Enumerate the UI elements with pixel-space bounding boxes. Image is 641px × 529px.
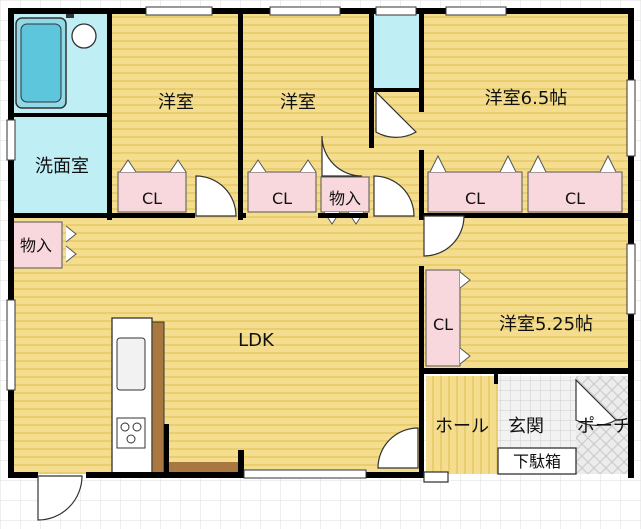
room-label-porch: ポーチ <box>577 416 631 437</box>
storage-label-2: 物入 <box>20 236 52 255</box>
door-bedroom-525 <box>423 215 465 257</box>
closet-2 <box>247 171 317 213</box>
door-bedroom-left <box>195 175 237 217</box>
windows <box>6 6 636 479</box>
burner-icon <box>132 422 142 432</box>
kitchen-wood-panel <box>151 321 165 475</box>
faucet <box>66 14 74 18</box>
closet-4 <box>527 171 623 213</box>
door-toilet <box>375 90 417 138</box>
burner-icon <box>120 422 130 432</box>
room-label-bedroom-525: 洋室5.25帖 <box>499 314 593 335</box>
closet-label-1: CL <box>142 189 162 208</box>
door-utility-exit <box>37 475 83 521</box>
room-label-washroom: 洗面室 <box>35 156 89 177</box>
door-hall-ldk <box>377 427 419 469</box>
door-shoe-small <box>423 471 449 483</box>
room-label-ldk: LDK <box>238 330 275 351</box>
ldk-floor <box>12 216 422 474</box>
room-label-hall: ホール <box>435 416 489 437</box>
doors <box>37 90 617 521</box>
door-entrance <box>575 378 617 426</box>
room-label-entrance: 玄関 <box>508 416 544 437</box>
door-bedroom-mid <box>321 135 363 177</box>
storage-1-box <box>320 176 370 213</box>
room-label-bedroom-65: 洋室6.5帖 <box>485 88 568 109</box>
closet-label-5: CL <box>433 315 453 334</box>
closet-label-3: CL <box>465 189 485 208</box>
door-corridor <box>373 175 415 217</box>
closet-label-4: CL <box>565 189 585 208</box>
room-label-bedroom-left: 洋室 <box>158 92 194 113</box>
bathtub-inner <box>20 23 62 103</box>
closet-3 <box>427 171 523 213</box>
toilet-floor <box>372 12 422 92</box>
room-label-bedroom-mid: 洋室 <box>280 92 316 113</box>
closet-label-2: CL <box>272 189 292 208</box>
burner-icon <box>126 434 136 444</box>
closet-1 <box>117 171 187 213</box>
shoe-box-label: 下駄箱 <box>513 452 561 471</box>
shoe-box <box>497 447 577 475</box>
shower-basin <box>71 23 97 49</box>
hall-floor <box>426 376 498 474</box>
kitchen-sink <box>116 337 146 391</box>
washroom-floor <box>12 116 110 216</box>
closet-5 <box>425 269 461 367</box>
storage-label-1: 物入 <box>329 189 361 208</box>
floor-storage-panel <box>166 462 240 472</box>
